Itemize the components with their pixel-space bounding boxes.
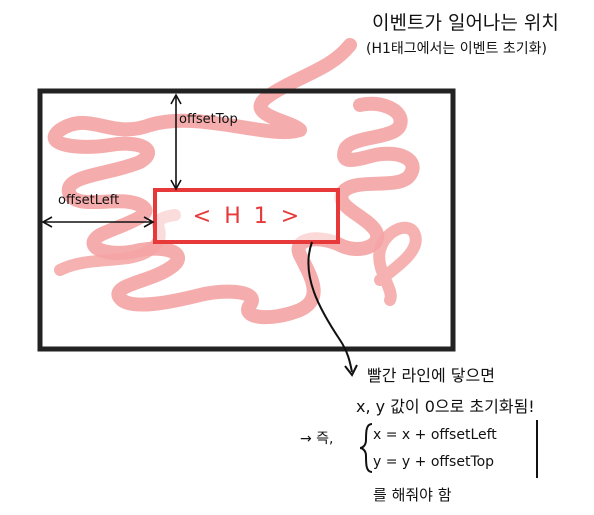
formula-left-brace bbox=[359, 423, 373, 473]
offset-left-arrowhead-left bbox=[41, 216, 53, 228]
note-top-line1: 이벤트가 일어나는 위치 bbox=[372, 12, 559, 34]
event-scribble bbox=[47, 38, 420, 325]
offset-left-label: offsetLeft bbox=[58, 193, 120, 208]
outer-container-box bbox=[37, 88, 456, 352]
offset-top-label: offsetTop bbox=[179, 112, 238, 127]
offset-top-arrowhead-down bbox=[170, 179, 182, 191]
note-bottom-line2: x, y 값이 0으로 초기화됨! bbox=[356, 397, 535, 416]
h1-label: < H 1 > bbox=[192, 203, 303, 229]
formula-x: x = x + offsetLeft bbox=[373, 427, 497, 443]
note-bottom-prefix: → 즉, bbox=[300, 431, 334, 447]
pointer-curve-arrowhead bbox=[344, 364, 358, 377]
note-bottom-line-end: 를 해줘야 함 bbox=[373, 486, 452, 504]
note-bottom-line1: 빨간 라인에 닿으면 bbox=[367, 366, 495, 385]
formula-y: y = y + offsetTop bbox=[373, 454, 495, 470]
offset-left-arrowhead-right bbox=[143, 216, 155, 228]
note-top-line2: (H1태그에서는 이벤트 초기화) bbox=[366, 41, 547, 57]
offset-top-arrowhead-up bbox=[170, 93, 182, 105]
h1-box bbox=[153, 188, 340, 244]
pointer-curve-arrow bbox=[307, 241, 353, 373]
